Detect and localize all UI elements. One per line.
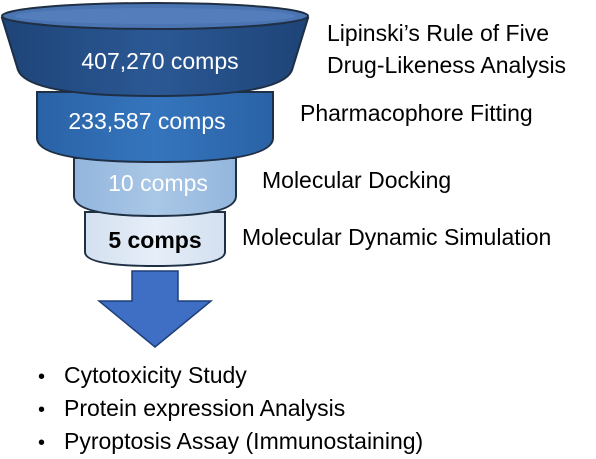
- list-item: • Protein expression Analysis: [38, 393, 423, 426]
- stage-2-label: Pharmacophore Fitting: [300, 100, 533, 126]
- stage-1-label-line-1: Lipinski’s Rule of Five: [327, 20, 549, 46]
- stage-4-count: 5 comps: [108, 227, 201, 253]
- assay-label: Cytotoxicity Study: [64, 362, 247, 388]
- stage-2-count: 233,587 comps: [68, 108, 225, 134]
- funnel-stage-1: 407,270 comps Lipinski’s Rule of Five Dr…: [0, 2, 566, 98]
- stage-1-count: 407,270 comps: [81, 48, 238, 74]
- bullet-icon: •: [38, 432, 46, 454]
- funnel-stage-3: 10 comps Molecular Docking: [73, 157, 451, 218]
- stage-1-label-line-2: Drug-Likeness Analysis: [327, 52, 566, 78]
- assay-label: Protein expression Analysis: [64, 395, 346, 421]
- list-item: • Cytotoxicity Study: [38, 360, 423, 393]
- bullet-icon: •: [38, 366, 46, 388]
- follow-up-assays-list: • Cytotoxicity Study • Protein expressio…: [38, 360, 423, 459]
- funnel-stage-4: 5 comps Molecular Dynamic Simulation: [84, 211, 551, 268]
- list-item: • Pyroptosis Assay (Immunostaining): [38, 426, 423, 459]
- bullet-icon: •: [38, 399, 46, 421]
- stage-4-label: Molecular Dynamic Simulation: [242, 224, 551, 250]
- stage-3-count: 10 comps: [108, 170, 208, 196]
- funnel-stage-2: 233,587 comps Pharmacophore Fitting: [36, 91, 533, 164]
- assay-label: Pyroptosis Assay (Immunostaining): [64, 428, 424, 454]
- stage-3-label: Molecular Docking: [262, 167, 451, 193]
- down-arrow-icon: [96, 270, 214, 348]
